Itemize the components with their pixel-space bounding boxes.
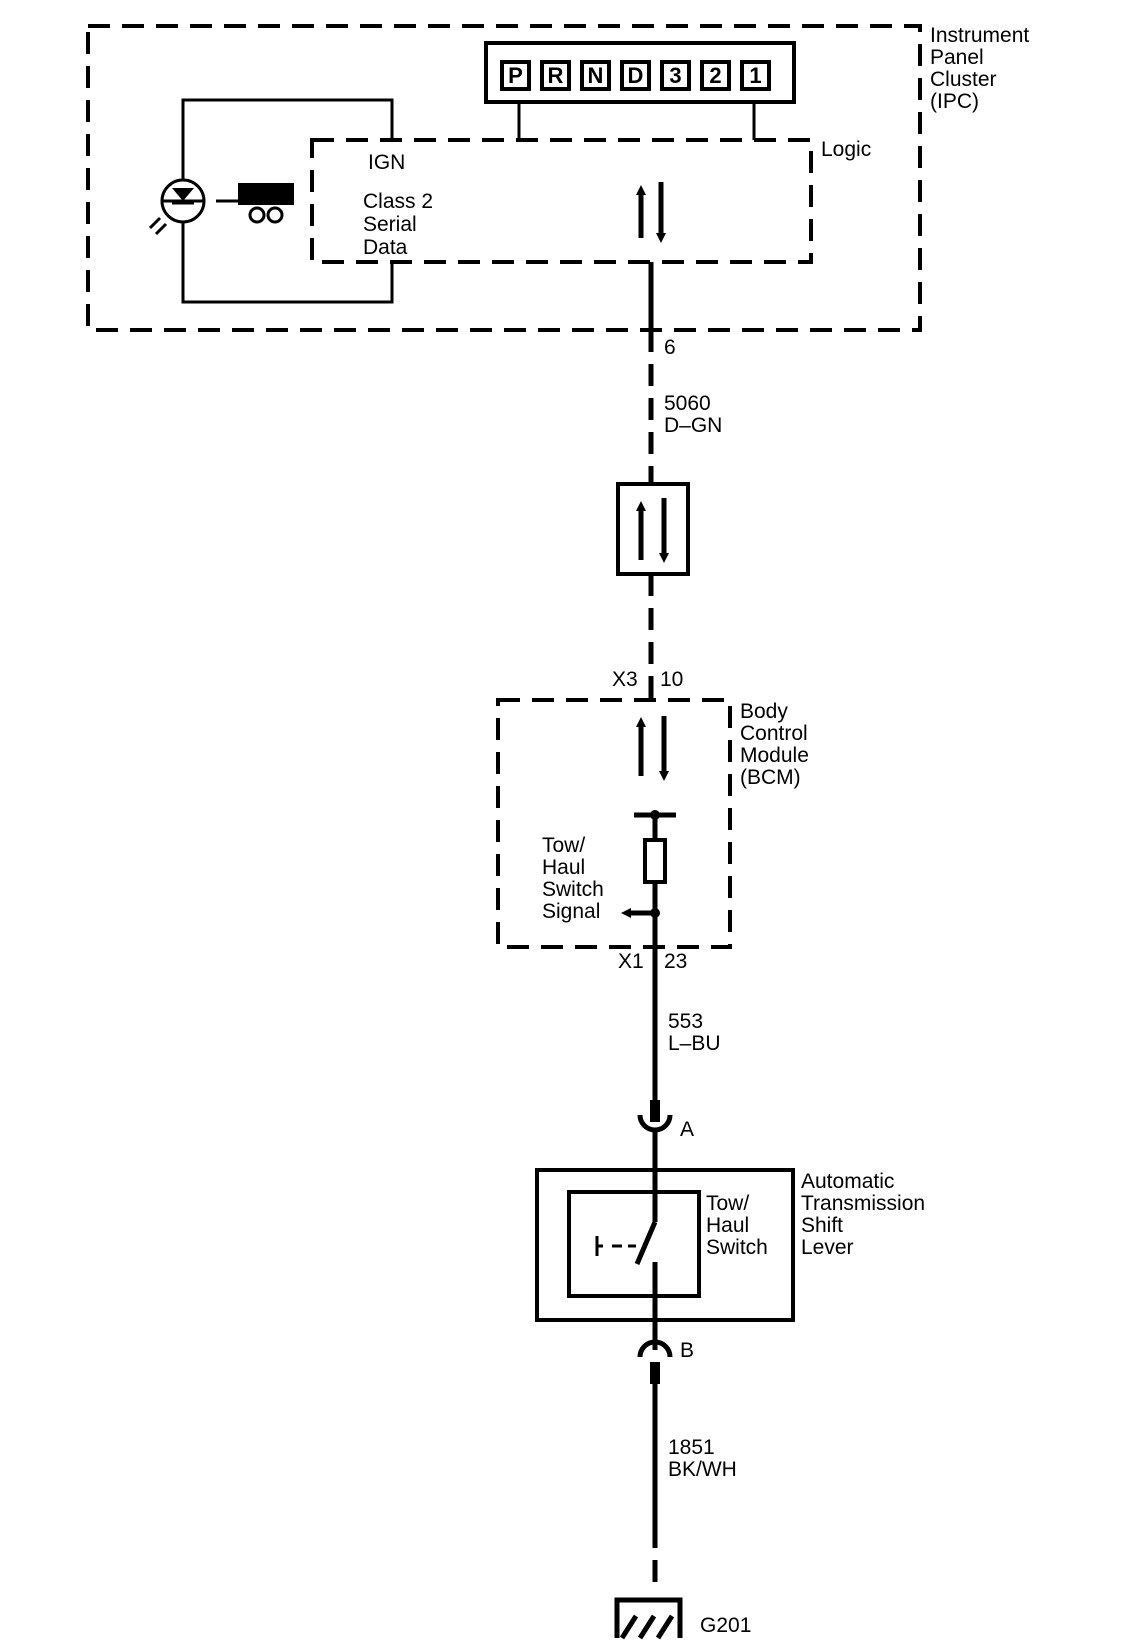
- tow-haul-switch-icon: [595, 1221, 658, 1350]
- wire-1851-label: 1851 BK/WH: [668, 1436, 737, 1481]
- shift-lever-label: Automatic Transmission Shift Lever: [801, 1170, 931, 1259]
- prnd-letter: D: [628, 63, 644, 88]
- ign-label: IGN: [368, 151, 405, 174]
- shift-lever-boundary: [535, 1168, 795, 1322]
- prnd-letter: N: [588, 63, 604, 88]
- bcm-pin-23: 23: [664, 950, 687, 973]
- lamp-ign-wire: [181, 98, 394, 180]
- prnd-cell-d: D: [620, 60, 651, 91]
- class2-data-symbol-icon: [616, 482, 690, 576]
- bcm-pin-10: 10: [660, 668, 683, 691]
- tow-haul-signal-label: Tow/ Haul Switch Signal: [542, 834, 610, 923]
- wire-5060-label: 5060 D–GN: [664, 392, 722, 437]
- class2-serial-data-label: Class 2 Serial Data: [363, 190, 439, 259]
- wire-553-label: 553 L–BU: [668, 1010, 721, 1055]
- prnd-letter: 1: [749, 63, 761, 88]
- prnd-cell-1: 1: [740, 60, 771, 91]
- ipc-boundary: [86, 24, 922, 332]
- logic-boundary: [310, 138, 813, 264]
- bcm-label: Body Control Module (BCM): [740, 700, 815, 789]
- prnd-cell-3: 3: [660, 60, 691, 91]
- shift-lever-module: Tow/ Haul Switch Automatic Transmission …: [535, 1130, 931, 1350]
- connector-b-label: B: [680, 1339, 694, 1362]
- pullup-resistor-icon: [643, 838, 667, 884]
- prnd-cell-r: R: [540, 60, 571, 91]
- prnd-letter: 3: [669, 63, 681, 88]
- connector-a-label: A: [680, 1118, 694, 1141]
- logic-data-arrows-icon: [636, 182, 666, 243]
- ipc-pin-6: 6: [664, 336, 676, 359]
- bcm-data-arrows-icon: [636, 716, 669, 781]
- ground-icon: [614, 1597, 683, 1640]
- connector-a-icon: [637, 1100, 673, 1133]
- tow-haul-switch-box: [567, 1190, 701, 1298]
- bcm-boundary: [496, 698, 732, 949]
- connector-b-icon: [637, 1339, 673, 1384]
- prnd-letter: R: [548, 63, 564, 88]
- prnd-cell-2: 2: [700, 60, 731, 91]
- bcm-connector-x1: X1: [618, 950, 644, 973]
- bcm-module: X3 10 Body Control Module (BCM) Tow/ Hau…: [496, 668, 815, 973]
- trailer-icon: [216, 183, 294, 224]
- bcm-connector-x3: X3: [612, 668, 638, 691]
- indicator-lamp-icon: [148, 178, 206, 236]
- logic-label: Logic: [821, 138, 871, 161]
- prnd-letter: 2: [709, 63, 721, 88]
- ground-label: G201: [700, 1614, 751, 1637]
- prnd-letter: P: [508, 63, 523, 88]
- prnd-cell-p: P: [500, 60, 531, 91]
- ipc-label: Instrument Panel Cluster (IPC): [930, 24, 1035, 113]
- lamp-data-wire: [181, 222, 394, 304]
- tow-haul-switch-label: Tow/ Haul Switch: [706, 1192, 768, 1259]
- prnd-cell-n: N: [580, 60, 611, 91]
